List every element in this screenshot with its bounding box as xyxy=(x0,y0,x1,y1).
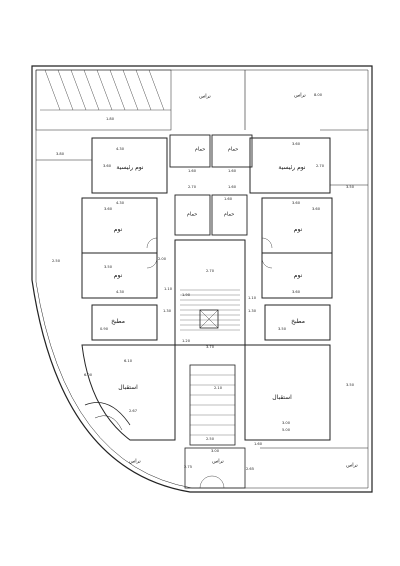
room-label: استقبال xyxy=(272,394,292,401)
room-label: حمام xyxy=(223,211,235,218)
dimension-label: 3.70 xyxy=(205,345,215,350)
room-label: حمام xyxy=(194,146,206,153)
dimension-label: 5.00 xyxy=(281,428,291,433)
dimension-label: 1.60 xyxy=(187,169,197,174)
terrace-label: تراس xyxy=(199,93,211,100)
kitchen-right-wall xyxy=(264,304,331,341)
dimension-label: 3.60 xyxy=(291,142,301,147)
bedroom-right-lower-wall xyxy=(261,252,333,299)
room-label: حمام xyxy=(227,146,239,153)
terrace-label: تراس xyxy=(212,458,224,465)
dimension-label: 2.70 xyxy=(315,164,325,169)
dimension-label: 0.90 xyxy=(99,327,109,332)
dimension-label: 1.20 xyxy=(181,339,191,344)
dimension-label: 2.75 xyxy=(183,465,193,470)
outer-wall xyxy=(31,65,373,493)
elevator-shaft xyxy=(199,309,219,329)
bath-top-right-wall xyxy=(211,134,253,168)
room-label: مطبخ xyxy=(111,318,125,325)
dimension-label: 1.10 xyxy=(247,296,257,301)
master-bedroom-right-wall xyxy=(249,137,331,194)
dimension-label: 1.60 xyxy=(253,442,263,447)
dimension-label: 3.50 xyxy=(103,265,113,270)
setback-strip xyxy=(35,69,172,131)
dimension-label: 4.30 xyxy=(115,290,125,295)
bath-top-left-wall xyxy=(169,134,211,168)
spiral-stair xyxy=(84,402,131,426)
room-label: مطبخ xyxy=(291,318,305,325)
dimension-label: 1.60 xyxy=(227,185,237,190)
dimension-label: 4.30 xyxy=(115,147,125,152)
terrace-label: تراس xyxy=(129,458,141,465)
dimension-label: 1.90 xyxy=(181,293,191,298)
dimension-label: 1.60 xyxy=(223,197,233,202)
room-label: نوم xyxy=(113,226,123,233)
dimension-label: 1.10 xyxy=(163,287,173,292)
dimension-label: 6.00 xyxy=(83,373,93,378)
dimension-label: 2.50 xyxy=(205,437,215,442)
dimension-label: 8.00 xyxy=(313,93,323,98)
dimension-label: 3.50 xyxy=(345,185,355,190)
outer-wall-inner xyxy=(35,69,369,489)
dimension-label: 2.70 xyxy=(187,185,197,190)
room-label: نوم رئيسية xyxy=(278,164,306,171)
kitchen-left-wall xyxy=(91,304,158,341)
dimension-label: 2.65 xyxy=(245,467,255,472)
dimension-label: 3.60 xyxy=(291,290,301,295)
dimension-label: 6.10 xyxy=(123,359,133,364)
terrace-label: تراس xyxy=(294,92,306,99)
dimension-label: 2.70 xyxy=(205,269,215,274)
room-label: حمام xyxy=(186,211,198,218)
dimension-label: 4.30 xyxy=(115,201,125,206)
bath-mid-left-wall xyxy=(174,194,211,236)
dimension-label: 3.50 xyxy=(277,327,287,332)
room-label: نوم xyxy=(293,226,303,233)
room-label: استقبال xyxy=(118,384,138,391)
master-bedroom-left-wall xyxy=(91,137,168,194)
dimension-label: 3.50 xyxy=(345,383,355,388)
dimension-label: 3.00 xyxy=(210,449,220,454)
dimension-label: 3.60 xyxy=(103,207,113,212)
reception-right-wall xyxy=(244,344,331,441)
bedroom-left-lower-wall xyxy=(81,252,158,299)
dimension-label: 2.00 xyxy=(157,257,167,262)
dimension-label: 2.10 xyxy=(213,386,223,391)
entrance-lobby xyxy=(184,447,246,489)
reception-left-wall xyxy=(81,344,176,441)
bath-mid-right-wall xyxy=(211,194,248,236)
room-label: نوم xyxy=(293,272,303,279)
room-label: نوم xyxy=(113,272,123,279)
dimension-label: 1.30 xyxy=(247,309,257,314)
terrace-label: تراس xyxy=(346,462,358,469)
dimension-label: 3.60 xyxy=(291,201,301,206)
dimension-label: 3.60 xyxy=(102,164,112,169)
dimension-label: 3.00 xyxy=(281,421,291,426)
dimension-label: 1.30 xyxy=(162,309,172,314)
stair-core xyxy=(174,239,246,346)
dimension-label: 2.67 xyxy=(128,409,138,414)
dimension-label: 2.50 xyxy=(51,259,61,264)
dimension-label: 1.60 xyxy=(227,169,237,174)
room-label: نوم رئيسية xyxy=(116,164,144,171)
dimension-label: 3.80 xyxy=(55,152,65,157)
dimension-label: 1.80 xyxy=(105,117,115,122)
dimension-label: 3.60 xyxy=(311,207,321,212)
